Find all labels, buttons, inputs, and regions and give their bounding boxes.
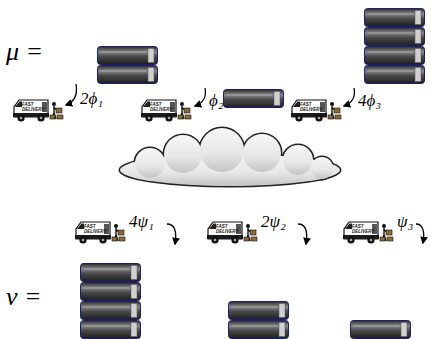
- book-cover: [81, 302, 141, 320]
- truck-text: FAST DELIVERY: [216, 225, 237, 234]
- book-cover: [229, 302, 289, 320]
- weight-label: ψ₃: [397, 213, 413, 232]
- book: [229, 302, 289, 320]
- curved-arrow: [298, 224, 307, 244]
- book-cover: [365, 28, 425, 46]
- book: [365, 66, 425, 84]
- weight-label: 4ϕ₃: [358, 92, 381, 111]
- book-highlight: [84, 307, 129, 308]
- book-pages: [148, 49, 154, 63]
- book-pages: [148, 68, 154, 82]
- curved-arrow: [416, 224, 424, 243]
- book: [229, 321, 289, 339]
- book: [81, 283, 141, 301]
- book-pages: [415, 68, 421, 82]
- book-pages: [131, 323, 137, 337]
- book-highlight: [368, 33, 413, 34]
- delivery-truck: [141, 100, 191, 122]
- book-highlight: [84, 269, 129, 270]
- book-pages: [415, 30, 421, 44]
- book-cover: [365, 9, 425, 27]
- book-highlight: [232, 307, 277, 308]
- book-highlight: [368, 52, 413, 53]
- book-highlight: [84, 288, 129, 289]
- weight-label: ϕ₂: [209, 92, 224, 111]
- book-highlight: [232, 326, 277, 327]
- book: [224, 90, 284, 108]
- book-cover: [365, 66, 425, 84]
- book-highlight: [227, 95, 272, 96]
- book-pages: [131, 285, 137, 299]
- weight-label: 4ψ₁: [129, 213, 154, 232]
- book-highlight: [101, 71, 146, 72]
- weight-label: 2ψ₂: [261, 213, 286, 232]
- book-pages: [274, 92, 280, 106]
- book-pages: [415, 11, 421, 25]
- truck-text: FAST DELIVERY: [352, 225, 373, 234]
- delivery-truck: [75, 222, 125, 244]
- curved-arrow: [167, 224, 176, 244]
- delivery-truck: [207, 222, 257, 244]
- book-highlight: [101, 52, 146, 53]
- truck-text: FAST DELIVERY: [300, 103, 321, 112]
- book-highlight: [368, 71, 413, 72]
- book-pages: [415, 49, 421, 63]
- book: [365, 47, 425, 65]
- book-cover: [98, 66, 158, 84]
- cloud: [120, 128, 340, 186]
- book-cover: [224, 90, 284, 108]
- truck-text: FAST DELIVERY: [150, 103, 171, 112]
- book: [81, 321, 141, 339]
- book: [351, 321, 411, 339]
- book: [98, 47, 158, 65]
- delivery-truck: [291, 100, 341, 122]
- book-pages: [131, 266, 137, 280]
- book: [81, 302, 141, 320]
- book-cover: [229, 321, 289, 339]
- book-highlight: [368, 14, 413, 15]
- book-cover: [81, 283, 141, 301]
- delivery-truck: [343, 222, 393, 244]
- curved-arrow: [344, 88, 355, 106]
- book: [365, 9, 425, 27]
- book: [365, 28, 425, 46]
- weight-label: 2ϕ₁: [80, 90, 103, 109]
- truck-text: FAST DELIVERY: [22, 103, 43, 112]
- book-cover: [81, 264, 141, 282]
- measure-label: ν =: [6, 283, 42, 312]
- curved-arrow: [66, 84, 77, 105]
- book-cover: [365, 47, 425, 65]
- book-pages: [279, 323, 285, 337]
- book-cover: [98, 47, 158, 65]
- delivery-truck: [13, 100, 63, 122]
- book-highlight: [84, 326, 129, 327]
- book-cover: [81, 321, 141, 339]
- measure-label: μ =: [6, 38, 43, 67]
- book-highlight: [354, 326, 399, 327]
- book: [98, 66, 158, 84]
- book: [81, 264, 141, 282]
- book-pages: [279, 304, 285, 318]
- book-pages: [401, 323, 407, 337]
- truck-text: FAST DELIVERY: [84, 225, 105, 234]
- curved-arrow: [195, 88, 206, 106]
- book-cover: [351, 321, 411, 339]
- book-pages: [131, 304, 137, 318]
